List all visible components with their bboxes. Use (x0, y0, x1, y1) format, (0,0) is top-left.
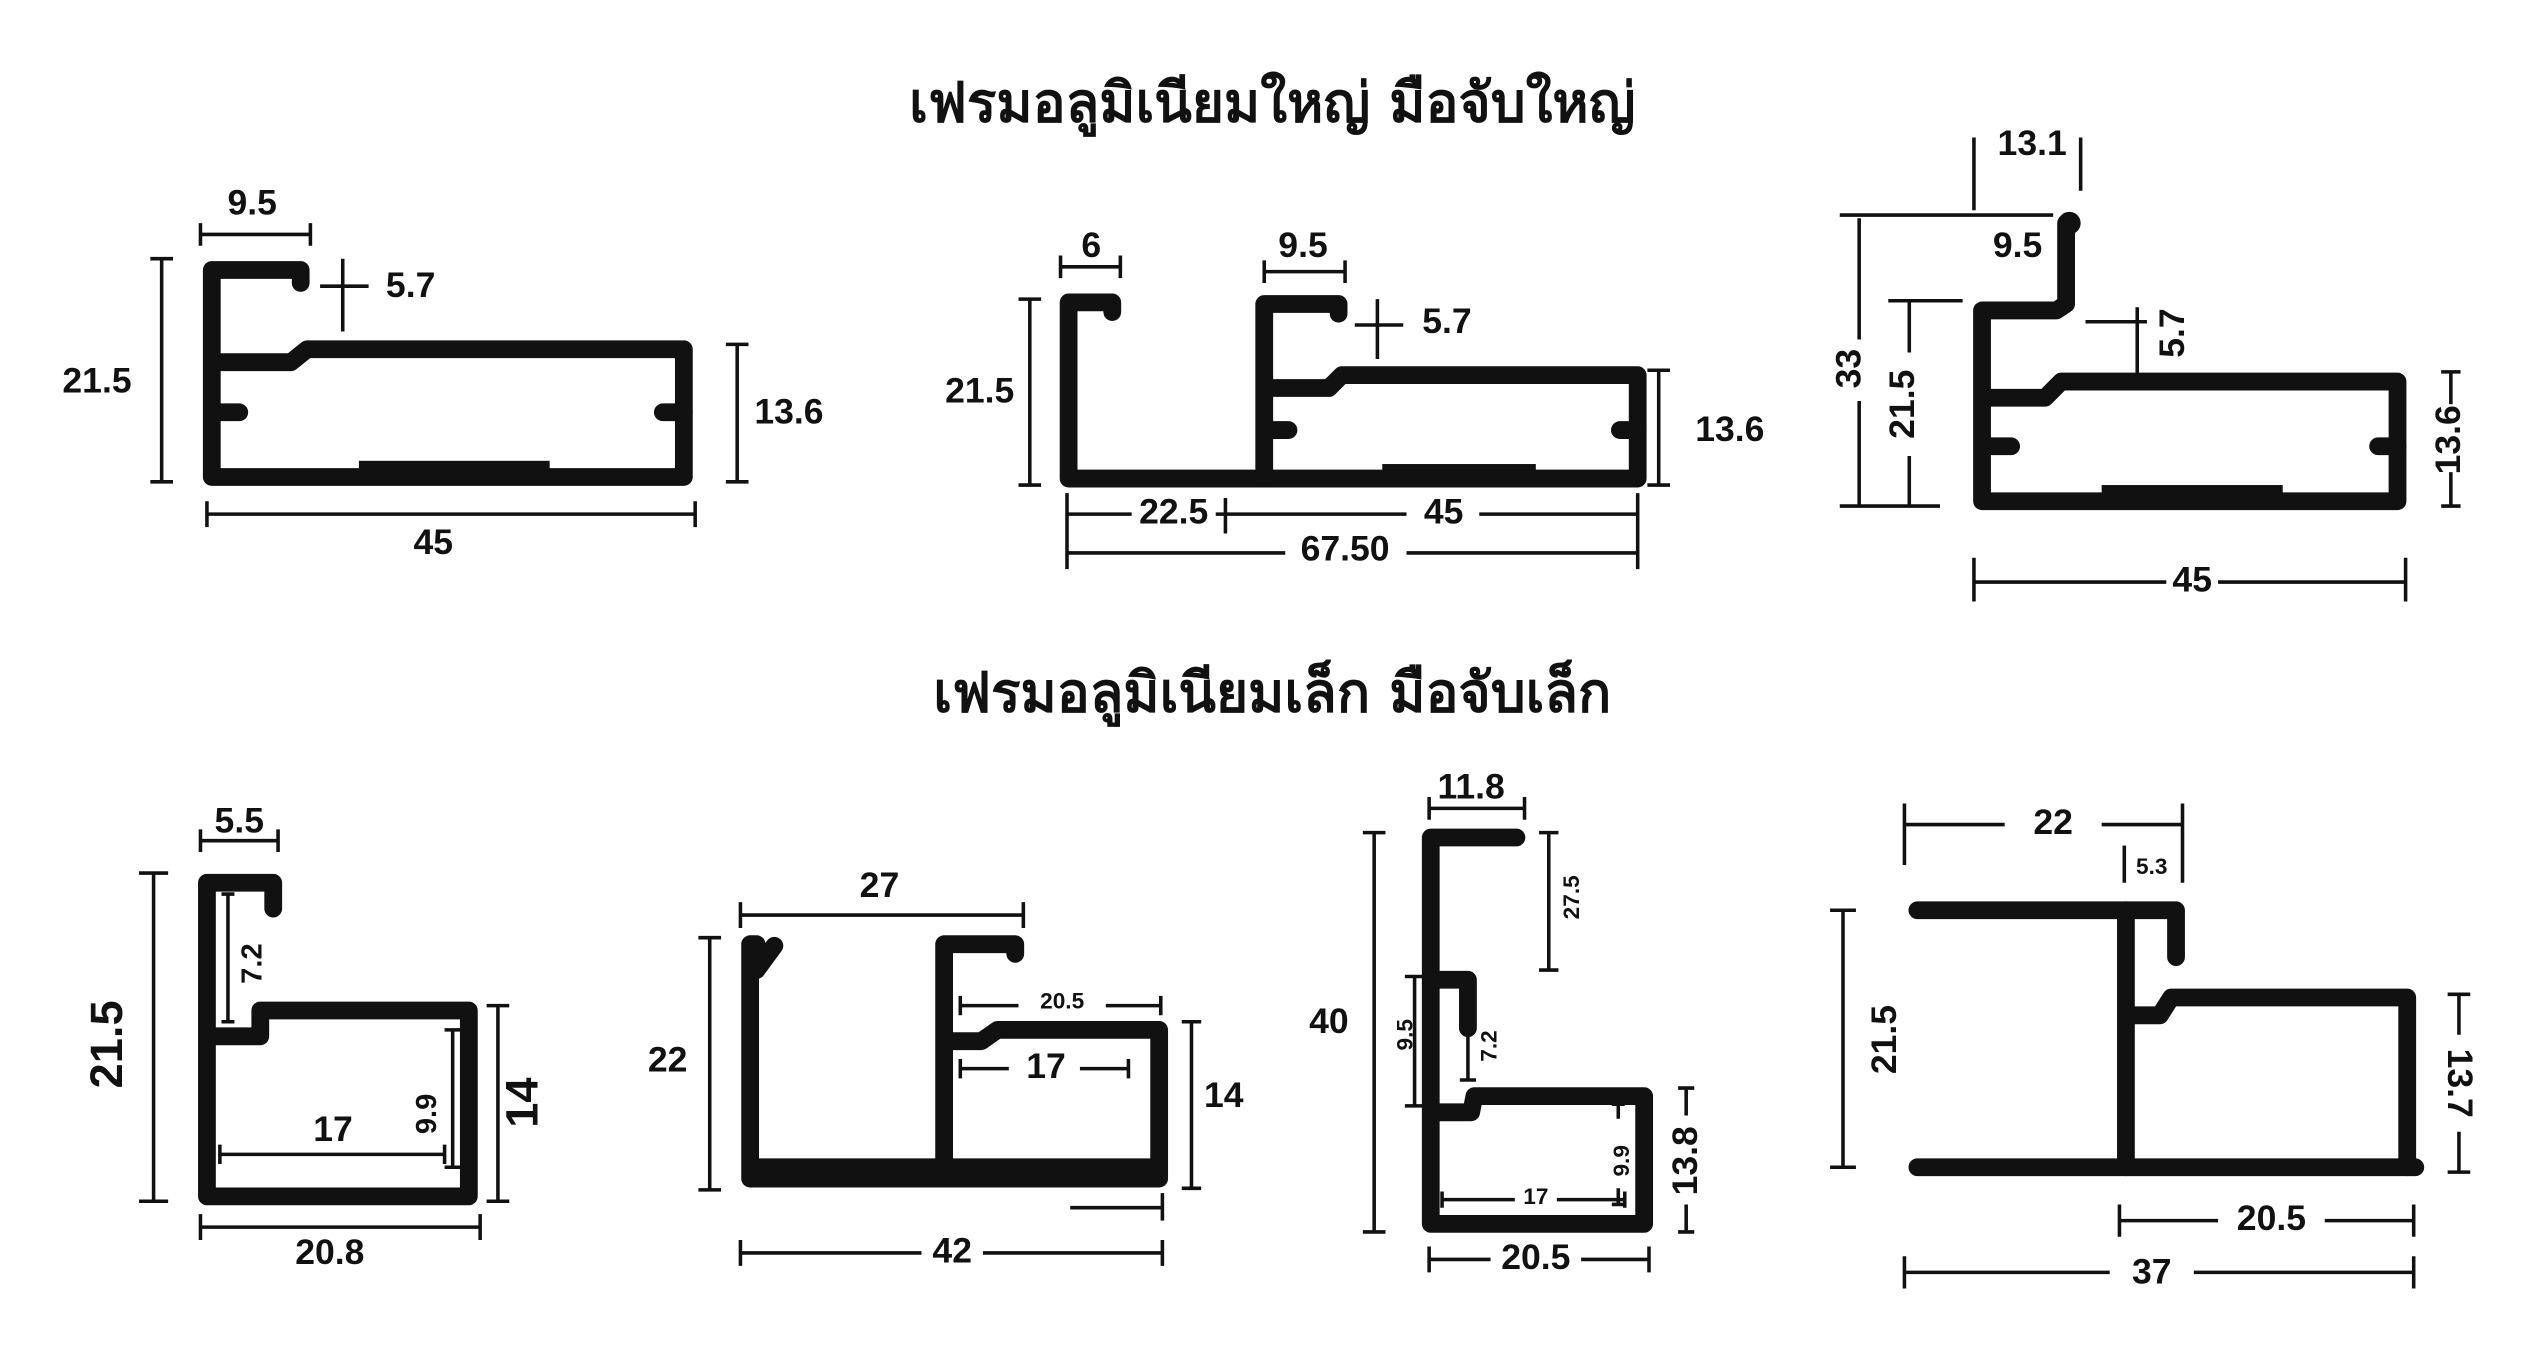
dim-top: 9.5 (1993, 225, 2042, 265)
dim-box-height: 13.6 (754, 391, 823, 431)
profile-large-handle: 13.1 9.5 33 21.5 5.7 13.6 45 (1828, 123, 2468, 602)
dim-inner-height: 9.9 (1609, 1145, 1634, 1176)
dim-inner: 7.2 (1477, 1030, 1502, 1061)
dim-width: 20.5 (1501, 1237, 1570, 1277)
dim-width: 45 (2172, 559, 2212, 599)
dim-height: 22 (648, 1040, 688, 1080)
dim-upper: 27.5 (1559, 875, 1584, 919)
dim-top: 27 (860, 865, 900, 905)
title-large: เฟรมอลูมิเนียมใหญ่ มือจับใหญ่ (909, 70, 1635, 137)
dim-box-outer: 20.5 (1040, 988, 1084, 1013)
dim-box-height: 14 (1204, 1075, 1244, 1115)
dim-box-width: 45 (1424, 492, 1464, 532)
profile-small-handle-2: 22 5.3 21.5 13.7 20.5 37 (1830, 802, 2480, 1291)
dim-inner-width: 17 (313, 1109, 353, 1149)
dim-inner: 7.2 (237, 943, 269, 983)
dim-box-height: 13.6 (1695, 409, 1764, 449)
dim-inner-width: 17 (1026, 1046, 1066, 1086)
dim-total-height: 33 (1828, 349, 1868, 389)
dim-top: 9.5 (1278, 225, 1327, 265)
title-small: เฟรมอลูมิเนียมเล็ก มือจับเล็ก (933, 659, 1611, 727)
dim-height: 40 (1309, 1001, 1349, 1041)
dim-lip: 5.7 (1422, 301, 1471, 341)
dim-top: 5.5 (215, 800, 264, 840)
dim-box-height: 13.8 (1665, 1126, 1705, 1195)
dim-box-height: 13.7 (2440, 1049, 2480, 1118)
dim-top: 9.5 (227, 183, 276, 223)
dim-knob: 13.1 (1998, 123, 2067, 163)
dim-width: 20.8 (295, 1232, 364, 1272)
dim-top: 22 (2033, 802, 2073, 842)
profile-large-frame-2: 6 9.5 5.7 21.5 13.6 22.5 45 67.50 (945, 225, 1764, 570)
dim-box-width: 20.5 (2237, 1198, 2306, 1238)
dim-lip: 5.7 (386, 265, 435, 305)
profile-small-frame-1: 5.5 21.5 7.2 17 9.9 14 20.8 (81, 800, 547, 1272)
dim-mid: 9.5 (1392, 1019, 1417, 1050)
dim-inner-height: 9.9 (411, 1094, 443, 1134)
dim-width: 37 (2132, 1251, 2172, 1291)
dim-width: 42 (932, 1230, 972, 1270)
dim-width: 67.50 (1301, 529, 1390, 569)
dim-lip: 5.7 (2152, 308, 2192, 357)
profile-large-frame-1: 9.5 5.7 21.5 13.6 45 (62, 183, 823, 563)
dim-height: 21.5 (945, 370, 1014, 410)
dim-top: 11.8 (1438, 766, 1505, 806)
dim-lip: 5.3 (2136, 854, 2167, 879)
dim-height: 21.5 (81, 1000, 132, 1088)
dim-box-height: 13.6 (2428, 405, 2468, 474)
profile-small-handle-1: 11.8 27.5 40 9.5 7.2 9.9 17 13.8 20.5 (1309, 766, 1705, 1276)
dim-width: 45 (413, 522, 453, 562)
dim-left-lip: 6 (1081, 225, 1101, 265)
dim-inner-width: 17 (1523, 1184, 1548, 1209)
profile-small-frame-2: 27 22 20.5 17 14 42 (648, 865, 1244, 1270)
dim-left-width: 22.5 (1139, 492, 1208, 532)
dim-height: 21.5 (1882, 370, 1922, 439)
dim-height: 21.5 (1864, 1005, 1904, 1074)
dim-height: 21.5 (62, 361, 131, 401)
dim-box-height: 14 (496, 1077, 547, 1127)
